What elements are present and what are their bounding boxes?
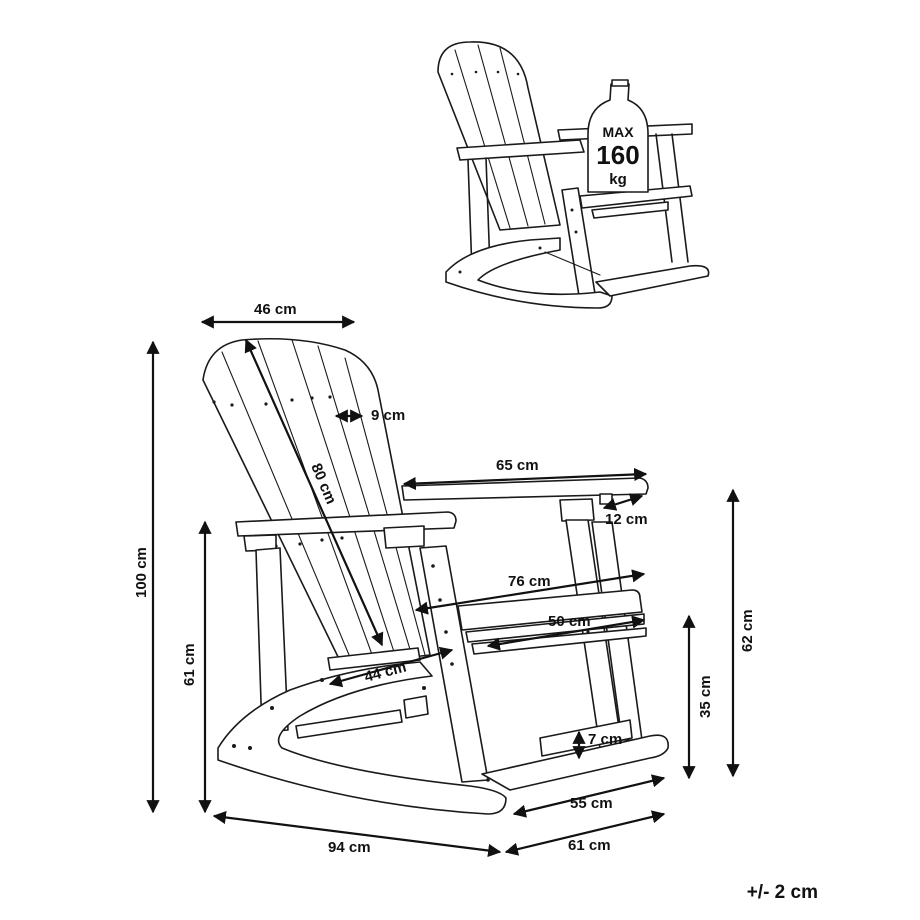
dim-line-50cm [486,615,646,651]
small-chair-backrest [437,41,561,231]
label-seat-depth: 50 cm [548,613,591,630]
small-chair-seat [579,185,693,209]
dim-line-55cm [512,774,666,818]
badge-max-text: MAX [602,124,634,140]
label-arm-height: 61 cm [181,643,198,686]
front-post [419,545,489,783]
dim-line-94cm [212,810,502,858]
label-slat-width: 9 cm [371,407,405,424]
dim-line-61cm-width [504,810,666,856]
label-armrest-length: 65 cm [496,457,539,474]
label-total-width: 61 cm [568,837,611,854]
small-chair-illustration [437,41,710,309]
label-total-height: 100 cm [133,547,150,598]
small-chair-left-arm [456,139,585,161]
badge-weight-value: 160 [596,140,639,170]
tolerance-note: +/- 2 cm [746,882,818,903]
dim-line-76cm [414,569,646,615]
small-chair-rocker-left [445,237,613,309]
dimension-lines [146,315,740,858]
dim-line-44cm [328,646,454,688]
label-top-width: 46 cm [254,301,297,318]
label-base-width: 55 cm [570,795,613,812]
bottle-outline-icon [587,83,649,193]
label-rocker-height: 7 cm [588,731,622,748]
small-chair-rocker-right [595,264,710,297]
label-seat-height: 35 cm [697,675,714,718]
dim-line-12cm [602,493,644,511]
badge-unit-text: kg [609,171,627,188]
dim-line-65cm [402,467,648,491]
dim-line-80cm [244,338,384,647]
label-total-length: 94 cm [328,839,371,856]
max-weight-badge: MAX 160 kg [587,79,649,193]
label-armrest-width: 12 cm [605,511,648,528]
label-depth-76: 76 cm [508,573,551,590]
label-right-height: 62 cm [739,609,756,652]
